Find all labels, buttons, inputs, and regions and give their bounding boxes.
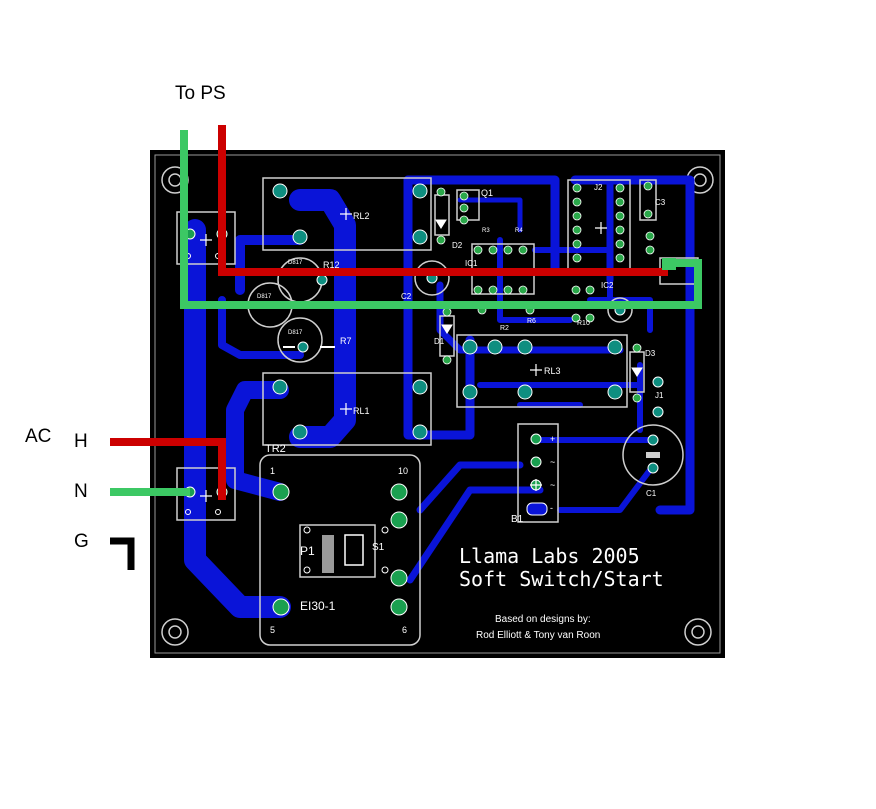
label-b1: B1 — [511, 514, 524, 525]
green-connector-pad — [662, 258, 676, 270]
bridge-pads — [526, 433, 548, 516]
label-r7: R7 — [340, 336, 352, 346]
ground-label: G — [74, 531, 89, 552]
label-ic2: IC2 — [601, 281, 614, 290]
label-r4: R4 — [515, 228, 523, 234]
wire-ground — [110, 537, 135, 570]
relay-center-marks — [200, 208, 607, 502]
label-r10: R10 — [577, 320, 590, 327]
label-zener-c: D817 — [288, 330, 303, 336]
mounting-holes — [161, 166, 714, 646]
potentiometer-p1 — [303, 526, 389, 574]
label-r12: R12 — [323, 260, 340, 270]
label-rl3: RL3 — [544, 366, 561, 376]
label-b1-minus: - — [550, 503, 553, 513]
label-pin-10: 10 — [398, 466, 408, 476]
neutral-label: N — [74, 481, 88, 502]
label-rl1: RL1 — [353, 406, 370, 416]
label-pin-6: 6 — [402, 625, 407, 635]
capacitor-c1 — [646, 452, 660, 458]
wires — [110, 125, 702, 570]
label-b1-ac2: ~ — [550, 480, 555, 490]
board-outline — [154, 154, 721, 654]
label-r6: R6 — [527, 318, 536, 325]
diode-symbols — [283, 219, 643, 377]
wire-ps-neutral — [180, 130, 702, 309]
label-r2: R2 — [500, 325, 509, 332]
label-r3: R3 — [482, 228, 490, 234]
label-p1: P1 — [300, 544, 315, 558]
board-credit-line1: Based on designs by: — [495, 614, 591, 625]
label-j2: J2 — [594, 183, 603, 192]
label-tr2: TR2 — [265, 443, 286, 455]
label-zener-b: D817 — [257, 294, 272, 300]
label-rl2: RL2 — [353, 211, 370, 221]
wire-ps-hot — [218, 125, 668, 276]
wire-ac-hot — [110, 438, 226, 500]
label-c1: C1 — [646, 489, 657, 498]
transformer-pads — [272, 483, 408, 616]
label-b1-plus: + — [550, 434, 555, 444]
label-ei30: EI30-1 — [300, 599, 336, 613]
label-zener-a: D817 — [288, 260, 303, 266]
label-s1: S1 — [372, 542, 385, 553]
label-b1-ac1: ~ — [550, 457, 555, 467]
label-d1: D1 — [434, 337, 445, 346]
through-hole-pads — [272, 183, 664, 474]
label-j1: J1 — [655, 391, 664, 400]
label-pin-1: 1 — [270, 466, 275, 476]
ac-label: AC — [25, 426, 52, 447]
hot-label: H — [74, 431, 88, 452]
label-c3: C3 — [655, 198, 666, 207]
label-d3: D3 — [645, 349, 656, 358]
label-pin-5: 5 — [270, 625, 275, 635]
to-ps-label: To PS — [175, 83, 226, 104]
label-d2: D2 — [452, 241, 463, 250]
label-c2: C2 — [401, 292, 412, 301]
label-q1: Q1 — [481, 188, 493, 198]
board-title-line1: Llama Labs 2005 — [459, 544, 640, 568]
board-credit-line2: Rod Elliott & Tony van Roon — [476, 630, 600, 641]
board-title-line2: Soft Switch/Start — [459, 567, 664, 591]
label-ic1: IC1 — [465, 259, 478, 268]
